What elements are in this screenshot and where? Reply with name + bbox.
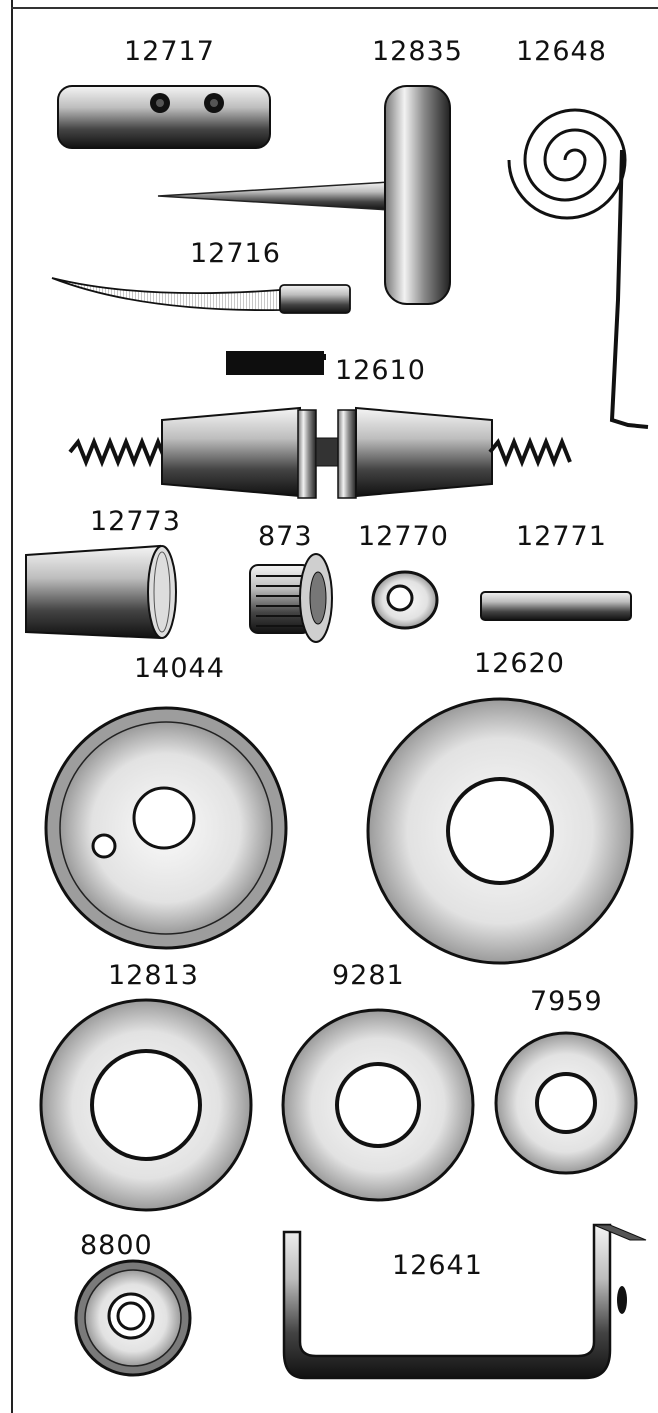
part-12835-awl (157, 85, 451, 305)
part-label-8800: 8800 (80, 1230, 153, 1261)
part-label-9281: 9281 (332, 960, 405, 991)
part-label-12610: 12610 (335, 355, 426, 386)
part-12813-washer (39, 998, 253, 1212)
part-12771-rod (480, 591, 632, 621)
part-label-12771: 12771 (516, 521, 607, 552)
part-9281-washer (281, 1008, 475, 1202)
part-label-12620: 12620 (474, 648, 565, 679)
part-label-12641: 12641 (392, 1250, 483, 1281)
page-border-left (11, 0, 13, 1413)
part-label-12770: 12770 (358, 521, 449, 552)
part-label-873: 873 (258, 521, 313, 552)
part-12641-bracket (282, 1223, 647, 1380)
part-label-14044: 14044 (134, 653, 225, 684)
part-873-nut (249, 553, 333, 643)
part-label-12717: 12717 (124, 36, 215, 67)
part-7959-washer (494, 1031, 638, 1175)
part-12717-pin (57, 85, 271, 149)
page-border-top (11, 7, 658, 9)
part-14044-dish (44, 706, 288, 950)
part-8800-bushing (74, 1259, 192, 1377)
part-label-12716: 12716 (190, 238, 281, 269)
part-label-12648: 12648 (516, 36, 607, 67)
part-12773-ferrule (25, 544, 177, 640)
part-label-12773: 12773 (90, 506, 181, 537)
part-screw-assembly (68, 406, 572, 499)
part-label-7959: 7959 (530, 986, 603, 1017)
part-label-12835: 12835 (372, 36, 463, 67)
part-12716-blade (51, 277, 351, 314)
part-12610-bar (226, 351, 326, 375)
part-12648-spring (507, 108, 649, 429)
part-label-12813: 12813 (108, 960, 199, 991)
part-12620-washer (366, 697, 634, 965)
part-12770-ring (371, 570, 439, 630)
